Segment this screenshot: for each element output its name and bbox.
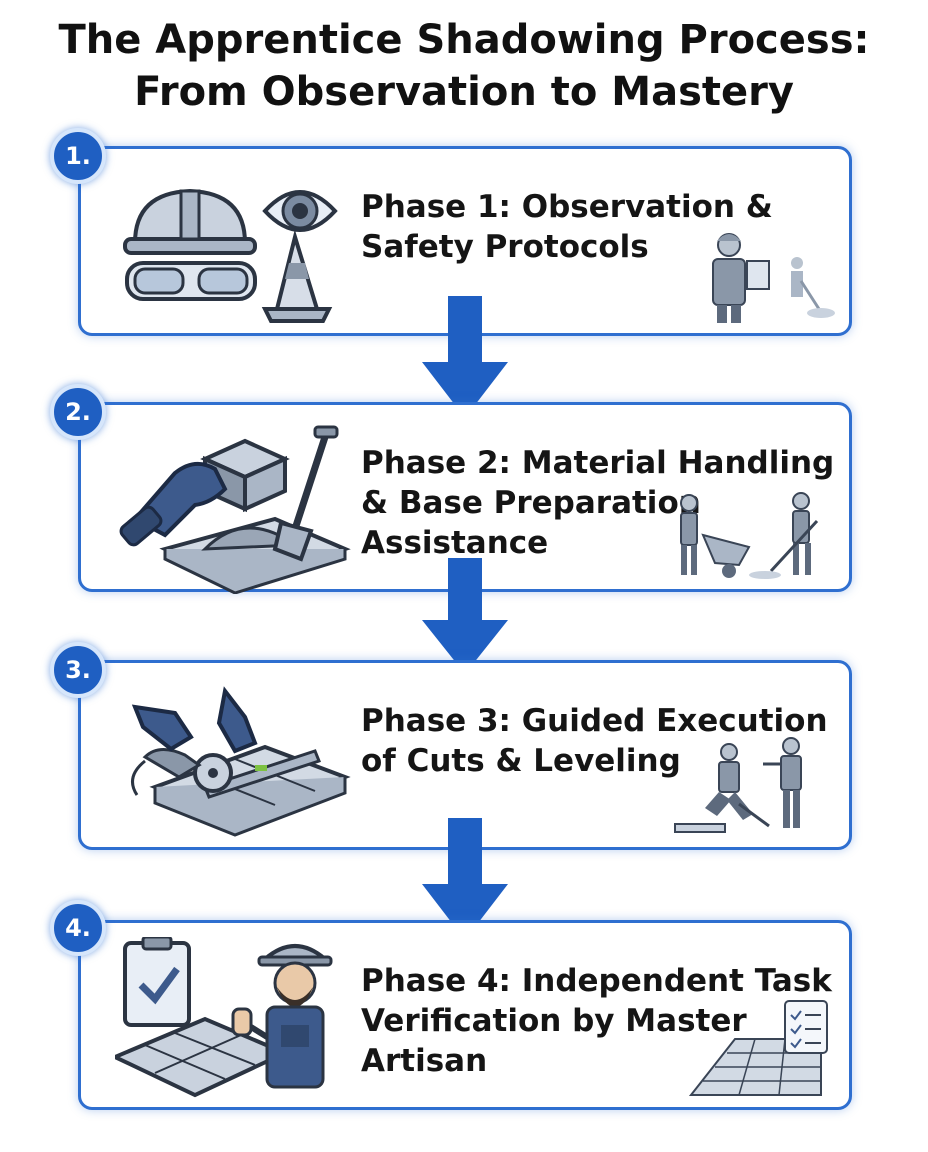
master-artisan-thumbs-up-icon [231, 944, 333, 1089]
eye-icon [262, 190, 338, 232]
title-line-1: The Apprentice Shadowing Process: [58, 17, 870, 63]
down-arrow-1 [422, 296, 508, 418]
phase-1-badge: 1. [50, 128, 106, 184]
page-title: The Apprentice Shadowing Process: From O… [0, 14, 928, 118]
verification-icons [115, 937, 333, 1098]
phase-card-1: Phase 1: Observation & Safety Protocols [78, 146, 852, 336]
paver-path-checklist-scene [689, 1000, 828, 1096]
down-arrow-2 [422, 558, 508, 674]
worker-with-clipboard-scene [712, 233, 835, 323]
gloved-hand-icon [119, 461, 228, 547]
workers-cutting-scene [674, 737, 802, 833]
phase-4-text: Phase 4: Independent Task Verification b… [361, 963, 832, 1079]
safety-goggles-icon [125, 261, 257, 301]
cutting-saw-icon [131, 748, 233, 796]
checklist-clipboard-icon [123, 937, 191, 1027]
gloved-hands-icon [131, 686, 258, 754]
down-arrow-3 [422, 818, 508, 940]
phase-3-text: Phase 3: Guided Execution of Cuts & Leve… [361, 703, 828, 779]
hard-hat-icon [123, 188, 257, 255]
phase-2-badge: 2. [50, 384, 106, 440]
phase-card-4: Phase 4: Independent Task Verification b… [78, 920, 852, 1110]
phase-1-text: Phase 1: Observation & Safety Protocols [361, 189, 773, 265]
shovel-icon [272, 425, 339, 562]
phase-3-badge: 3. [50, 642, 106, 698]
material-handling-icons [119, 425, 351, 594]
phase-2-text: Phase 2: Material Handling & Base Prepar… [361, 445, 835, 561]
workers-wheelbarrow-scene [680, 492, 819, 579]
spirit-level-icon [203, 749, 321, 799]
cutting-leveling-icons [131, 686, 351, 837]
traffic-cone-icon [261, 229, 333, 323]
phase-4-badge: 4. [50, 900, 106, 956]
gravel-base-icon [159, 516, 351, 594]
safety-gear-icons [123, 188, 338, 323]
title-line-2: From Observation to Mastery [134, 69, 794, 115]
